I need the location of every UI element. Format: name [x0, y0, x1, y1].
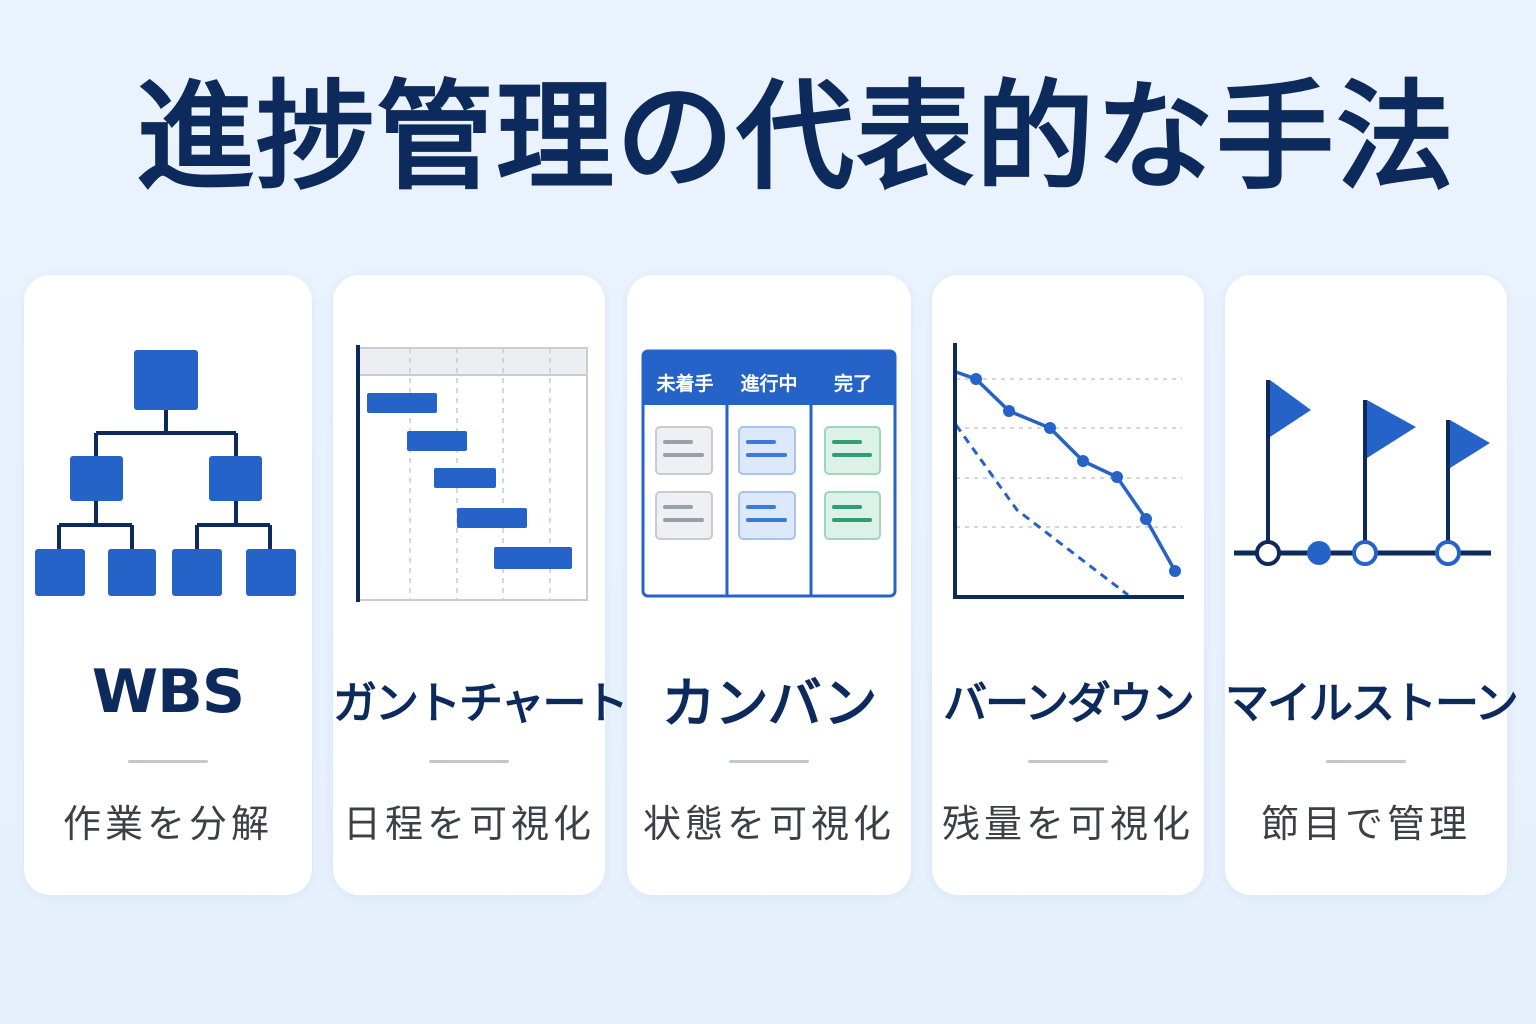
- kanban-column-done: 完了: [834, 372, 872, 395]
- divider: [429, 760, 509, 763]
- tree-hierarchy-icon: [35, 350, 296, 596]
- page-title: 進捗管理の代表的な手法: [136, 68, 1457, 206]
- card-kanban: 未着手 進行中 完了 カンバン 状態を可視化: [627, 275, 911, 895]
- method-description: 状態を可視化: [642, 802, 895, 846]
- method-name: ガントチャート: [333, 678, 629, 729]
- kanban-column-doing: 進行中: [740, 372, 797, 395]
- divider: [1326, 760, 1406, 763]
- card-milestone: マイルストーン 節目で管理: [1225, 275, 1519, 895]
- card-wbs: WBS 作業を分解: [24, 275, 312, 895]
- method-name: WBS: [91, 657, 245, 727]
- method-description: 節目で管理: [1260, 802, 1471, 846]
- milestone-flags-icon: [1234, 380, 1491, 566]
- divider: [1028, 760, 1108, 763]
- divider: [729, 760, 809, 763]
- kanban-column-todo: 未着手: [655, 372, 713, 395]
- method-name: バーンダウン: [943, 678, 1195, 729]
- gantt-chart-icon: [356, 345, 588, 602]
- method-name: マイルストーン: [1225, 678, 1519, 729]
- divider: [128, 760, 208, 763]
- card-burndown: バーンダウン 残量を可視化: [932, 275, 1204, 895]
- burndown-chart-icon: [953, 343, 1184, 599]
- method-description: 作業を分解: [62, 802, 273, 846]
- kanban-board-icon: 未着手 進行中 完了: [641, 349, 897, 598]
- method-description: 日程を可視化: [342, 802, 595, 846]
- card-gantt-chart: ガントチャート 日程を可視化: [333, 275, 629, 895]
- method-name: カンバン: [661, 672, 878, 735]
- method-description: 残量を可視化: [941, 802, 1194, 846]
